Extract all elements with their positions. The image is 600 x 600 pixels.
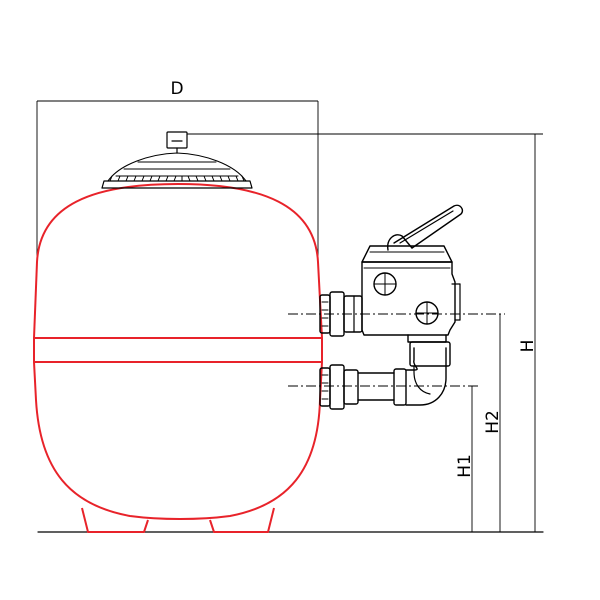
filter-tank bbox=[33, 183, 323, 533]
inlet-height-dimension: H2 bbox=[288, 313, 505, 532]
outlet-pipe bbox=[319, 341, 451, 410]
height-label: H bbox=[518, 340, 538, 353]
multiport-valve bbox=[361, 204, 464, 343]
inlet-height-label: H2 bbox=[483, 410, 503, 434]
inlet-pipe bbox=[319, 291, 363, 337]
outlet-height-dimension: H1 bbox=[288, 385, 478, 532]
tank-lid bbox=[101, 131, 253, 189]
diameter-dimension: D bbox=[36, 79, 319, 258]
outlet-height-label: H1 bbox=[455, 454, 475, 478]
height-dimension: H bbox=[187, 133, 543, 532]
diameter-label: D bbox=[170, 79, 183, 99]
